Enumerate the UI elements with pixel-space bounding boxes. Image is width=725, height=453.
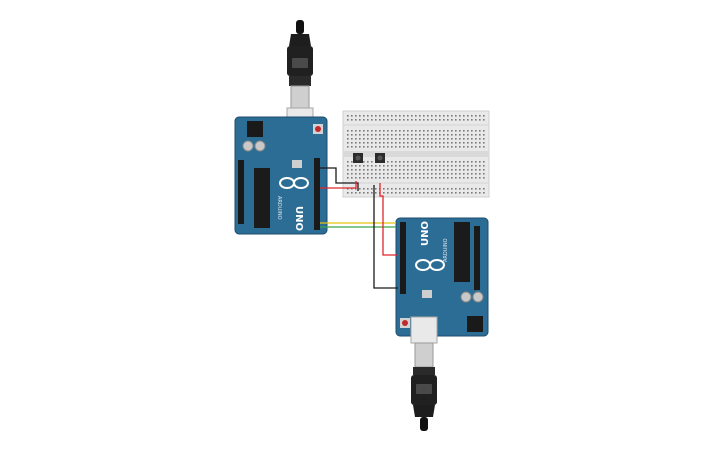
board-brand-bottom: ARDUINO <box>443 238 449 262</box>
arduino-uno-bottom[interactable]: UNO ARDUINO <box>395 217 489 337</box>
wires <box>320 167 398 289</box>
usb-cable-bottom[interactable] <box>410 316 438 431</box>
arduino-uno-top[interactable]: UNO ARDUINO <box>234 116 328 235</box>
wire-black-top <box>320 167 359 191</box>
pushbutton-1[interactable] <box>353 153 363 163</box>
board-label-top: UNO <box>293 206 304 231</box>
pushbutton-2[interactable] <box>375 153 385 163</box>
wire-red-top <box>320 181 357 189</box>
board-brand-top: ARDUINO <box>276 196 282 220</box>
breadboard[interactable] <box>342 110 490 198</box>
breadboard-holes <box>347 115 485 194</box>
board-label-bottom: UNO <box>420 221 431 246</box>
wire-black-bottom <box>373 185 398 289</box>
wire-red-bottom <box>379 183 398 256</box>
